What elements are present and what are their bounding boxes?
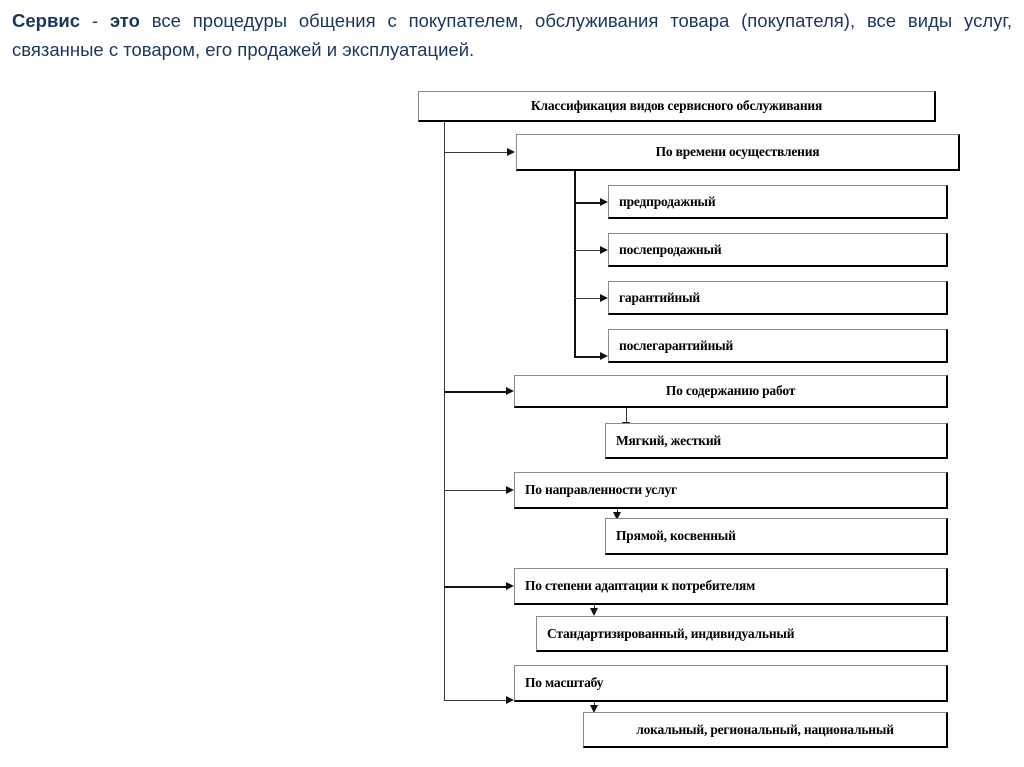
intro-bold-eto: это [109, 10, 140, 31]
arrow-branch-3 [506, 486, 514, 494]
child-box-2-1: Мягкий, жесткий [605, 423, 948, 459]
child-box-1-1: предпродажный [608, 185, 948, 219]
arrow-branch-1 [507, 148, 515, 156]
branch-box-1: По времени осуществления [516, 134, 960, 171]
child-label-1-1: предпродажный [619, 193, 716, 209]
child-label-4-1: Стандартизированный, индивидуальный [547, 625, 795, 641]
intro-bold-servis: Сервис [12, 10, 80, 31]
child-label-1-4: послегарантийный [619, 337, 734, 353]
branch-label-1: По времени осуществления [655, 144, 820, 159]
arrow-child-1-1 [600, 198, 608, 206]
arrow-child-5-1 [590, 705, 598, 713]
arrow-branch-5 [506, 696, 514, 704]
connector-child-1-2 [574, 250, 602, 251]
child-label-1-2: послепродажный [619, 241, 722, 257]
main-trunk-line [444, 122, 445, 701]
branch-label-2: По содержанию работ [665, 383, 796, 398]
arrow-child-3-1 [613, 512, 621, 520]
branch-box-5: По масштабу [514, 665, 948, 702]
branch-box-4: По степени адаптации к потребителям [514, 568, 948, 605]
connector-branch-4 [444, 586, 507, 588]
branch-box-2: По содержанию работ [514, 375, 948, 408]
arrow-branch-2 [506, 387, 514, 395]
connector-child-1-3 [574, 298, 602, 299]
child-label-5-1: локальный, региональный, национальный [636, 721, 894, 737]
intro-rest: все процедуры общения с покупателем, обс… [12, 10, 1012, 60]
branch-box-3: По направленности услуг [514, 472, 948, 509]
child-box-4-1: Стандартизированный, индивидуальный [536, 616, 948, 652]
sub-trunk-line-1 [574, 171, 576, 358]
connector-branch-2 [444, 391, 507, 393]
intro-dash: - [79, 10, 110, 31]
connector-child-1-1 [574, 202, 602, 204]
child-label-2-1: Мягкий, жесткий [616, 432, 721, 448]
arrow-child-4-1 [590, 608, 598, 616]
connector-branch-1 [444, 152, 508, 153]
connector-branch-5 [444, 700, 507, 701]
child-box-1-2: послепродажный [608, 233, 948, 267]
branch-label-4: По степени адаптации к потребителям [525, 578, 756, 593]
child-box-1-4: послегарантийный [608, 329, 948, 363]
child-box-1-3: гарантийный [608, 281, 948, 315]
child-box-3-1: Прямой, косвенный [605, 518, 948, 555]
arrow-child-1-4 [600, 352, 608, 360]
sub-trunk-line-2 [626, 408, 627, 424]
arrow-child-1-2 [600, 246, 608, 254]
connector-branch-3 [444, 490, 507, 491]
branch-label-5: По масштабу [525, 675, 604, 690]
child-box-5-1: локальный, региональный, национальный [583, 712, 948, 748]
branch-label-3: По направленности услуг [525, 482, 677, 497]
diagram-title-label: Классификация видов сервисного обслужива… [530, 98, 823, 113]
connector-child-1-4 [574, 356, 602, 358]
arrow-branch-4 [506, 582, 514, 590]
child-label-1-3: гарантийный [619, 289, 701, 305]
arrow-child-1-3 [600, 294, 608, 302]
child-label-3-1: Прямой, косвенный [616, 528, 736, 543]
intro-paragraph: Сервис - это все процедуры общения с пок… [12, 6, 1012, 64]
diagram-title-box: Классификация видов сервисного обслужива… [418, 91, 936, 122]
